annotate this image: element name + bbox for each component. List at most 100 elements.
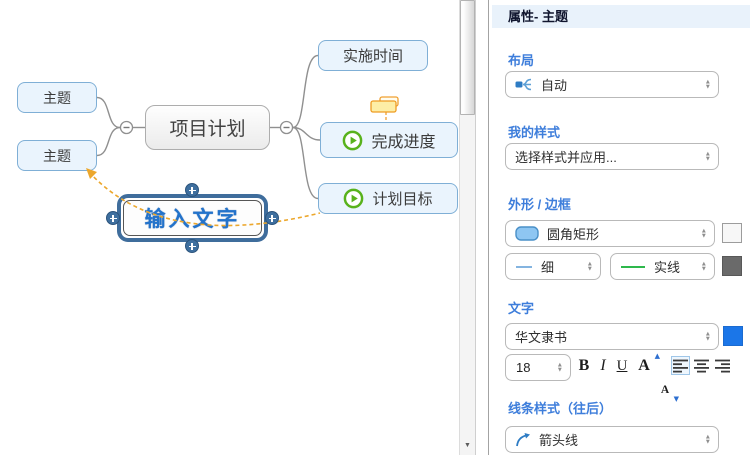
- border-style-select[interactable]: 实线 ▲ ▼: [610, 253, 715, 280]
- spinner-down-icon[interactable]: ▼: [704, 438, 711, 446]
- layout-select[interactable]: 自动 ▲ ▼: [505, 71, 719, 98]
- spinner-icon[interactable]: ▲ ▼: [701, 228, 707, 239]
- spinner-down-icon[interactable]: ▼: [700, 265, 707, 273]
- panel-splitter[interactable]: [488, 0, 489, 455]
- central-topic-node[interactable]: 项目计划: [145, 105, 270, 150]
- scrollbar-down-button[interactable]: ▼: [460, 438, 475, 452]
- plus-handle-top-icon[interactable]: [185, 183, 199, 197]
- branch-label: 计划目标: [372, 191, 433, 208]
- shape-select[interactable]: 圆角矩形 ▲ ▼: [505, 220, 715, 247]
- spinner-icon[interactable]: ▲ ▼: [705, 331, 711, 342]
- shape-select-value: 圆角矩形: [547, 227, 600, 242]
- shape-fill-swatch[interactable]: [722, 223, 742, 243]
- align-center-icon: [694, 359, 709, 373]
- italic-button[interactable]: I: [597, 354, 609, 378]
- floating-topic-inner: 输入文字: [123, 200, 262, 236]
- italic-glyph: I: [600, 357, 606, 374]
- branch-label: 完成进度: [371, 134, 436, 151]
- plus-handle-bottom-icon[interactable]: [185, 239, 199, 253]
- plus-handle-left-icon[interactable]: [106, 211, 120, 225]
- font-family-select[interactable]: 华文隶书 ▲ ▼: [505, 323, 719, 350]
- font-size-value: 18: [516, 360, 531, 375]
- spinner-up-icon[interactable]: ▲: [704, 78, 711, 85]
- align-center-button[interactable]: [692, 356, 711, 375]
- triangle-down-icon: ▼: [673, 395, 679, 403]
- topic-node-left-2[interactable]: 主题: [17, 140, 97, 171]
- arrow-line-icon: [515, 432, 531, 448]
- spinner-icon[interactable]: ▲ ▼: [557, 362, 563, 373]
- plus-handle-right-icon[interactable]: [265, 211, 279, 225]
- bold-glyph: B: [578, 357, 590, 374]
- spinner-up-icon[interactable]: ▲: [700, 227, 707, 234]
- align-right-button[interactable]: [713, 356, 732, 375]
- branch-node-progress[interactable]: 完成进度: [320, 122, 458, 158]
- align-left-button[interactable]: [671, 356, 690, 375]
- underline-button[interactable]: U: [614, 354, 630, 378]
- spinner-up-icon[interactable]: ▲: [556, 361, 563, 368]
- auto-layout-icon: [515, 76, 533, 93]
- increase-font-glyph: A: [638, 357, 650, 374]
- my-styles-select[interactable]: 选择样式并应用... ▲ ▼: [505, 143, 719, 170]
- font-size-stepper[interactable]: 18 ▲ ▼: [505, 354, 571, 381]
- branch-node-time[interactable]: 实施时间: [318, 40, 428, 71]
- triangle-up-icon: ▲: [654, 352, 660, 360]
- play-circle-icon[interactable]: [343, 188, 364, 209]
- branch-node-goal[interactable]: 计划目标: [318, 183, 458, 214]
- mindmap-canvas[interactable]: 主题 主题 项目计划 实施时间 完成进度 计划目标 输入文字: [0, 0, 459, 455]
- scrollbar-thumb[interactable]: [460, 0, 475, 115]
- branch-label: 实施时间: [342, 48, 403, 65]
- spinner-icon[interactable]: ▲ ▼: [705, 151, 711, 162]
- topic-node-left-1[interactable]: 主题: [17, 82, 97, 113]
- spinner-down-icon[interactable]: ▼: [700, 232, 707, 240]
- spinner-down-icon[interactable]: ▼: [586, 265, 593, 273]
- line-style-value: 箭头线: [539, 433, 579, 448]
- font-color-swatch[interactable]: [723, 326, 743, 346]
- floating-topic-selected[interactable]: 输入文字: [117, 194, 268, 242]
- my-styles-select-value: 选择样式并应用...: [515, 150, 617, 165]
- canvas-vertical-scrollbar[interactable]: ▼: [459, 0, 476, 455]
- play-circle-icon[interactable]: [342, 130, 363, 151]
- spinner-up-icon[interactable]: ▲: [586, 260, 593, 267]
- spinner-up-icon[interactable]: ▲: [704, 150, 711, 157]
- underline-glyph: U: [616, 357, 628, 374]
- spinner-down-icon[interactable]: ▼: [704, 83, 711, 91]
- spinner-icon[interactable]: ▲ ▼: [705, 79, 711, 90]
- rounded-rect-icon: [515, 226, 539, 241]
- topic-label: 主题: [43, 147, 71, 164]
- spinner-icon[interactable]: ▲ ▼: [705, 434, 711, 445]
- decrease-font-button[interactable]: A ▼: [658, 378, 679, 403]
- spinner-icon[interactable]: ▲ ▼: [701, 261, 707, 272]
- spinner-icon[interactable]: ▲ ▼: [587, 261, 593, 272]
- properties-panel: 属性- 主题 布局 自动 ▲ ▼ 我的样式 选择样式并应用... ▲ ▼ 外形 …: [490, 0, 750, 455]
- layout-select-value: 自动: [541, 78, 568, 93]
- section-label-layout: 布局: [508, 53, 535, 68]
- section-label-text: 文字: [508, 301, 535, 316]
- spinner-up-icon[interactable]: ▲: [700, 260, 707, 267]
- thin-line-icon: [515, 264, 533, 270]
- line-style-select[interactable]: 箭头线 ▲ ▼: [505, 426, 719, 453]
- section-label-shape-border: 外形 / 边框: [508, 197, 571, 212]
- border-color-swatch[interactable]: [722, 256, 742, 276]
- spinner-up-icon[interactable]: ▲: [704, 330, 711, 337]
- border-width-value: 细: [541, 260, 555, 275]
- increase-font-button[interactable]: A ▲: [635, 352, 660, 378]
- chevron-down-icon: ▼: [464, 441, 471, 449]
- section-label-my-styles: 我的样式: [508, 125, 561, 140]
- panel-title: 属性- 主题: [508, 9, 568, 24]
- spinner-down-icon[interactable]: ▼: [704, 155, 711, 163]
- central-topic-label: 项目计划: [169, 119, 246, 140]
- border-width-select[interactable]: 细 ▲ ▼: [505, 253, 601, 280]
- section-label-line-style: 线条样式（往后）: [508, 401, 613, 416]
- spinner-down-icon[interactable]: ▼: [556, 366, 563, 374]
- decrease-font-glyph: A: [660, 384, 670, 396]
- note-icon: [370, 96, 399, 123]
- spinner-down-icon[interactable]: ▼: [704, 335, 711, 343]
- bold-button[interactable]: B: [576, 354, 592, 378]
- solid-line-icon: [620, 264, 646, 270]
- topic-label: 主题: [43, 89, 71, 106]
- floating-topic-label: 输入文字: [144, 208, 241, 231]
- border-style-value: 实线: [654, 260, 681, 275]
- align-left-icon: [673, 359, 688, 373]
- panel-header: 属性- 主题: [492, 5, 750, 28]
- spinner-up-icon[interactable]: ▲: [704, 433, 711, 440]
